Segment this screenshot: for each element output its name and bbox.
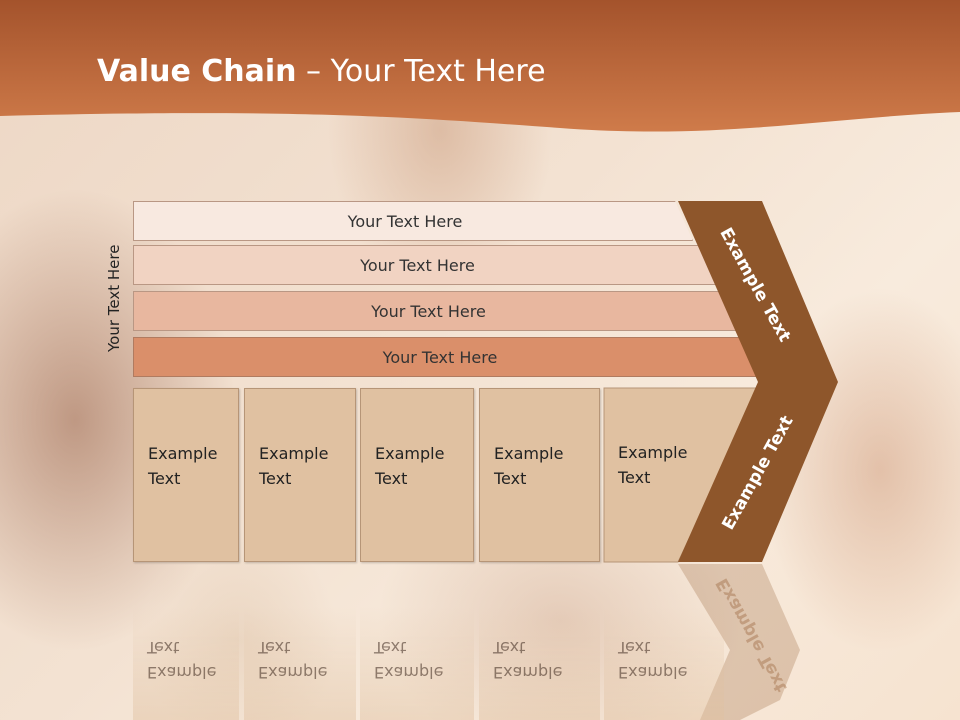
margin-chevron (678, 201, 838, 562)
reflection-zone: Example Text Example Text Example Text E… (0, 563, 960, 720)
title-bold: Value Chain (97, 54, 297, 89)
reflection-box-2-label: Example Text (258, 638, 328, 682)
reflection-box-5-label: Example Text (618, 638, 688, 682)
bar-4[interactable]: Your Text Here (133, 337, 763, 377)
bar-1[interactable]: Your Text Here (133, 201, 693, 241)
activity-box-1[interactable]: Example Text (133, 388, 239, 562)
reflection-box-4-label: Example Text (493, 638, 563, 682)
reflection-chevron-text: Example Text (712, 574, 792, 696)
reflection-box-1: Example Text (133, 563, 239, 720)
bar-3[interactable]: Your Text Here (133, 291, 740, 331)
activity-box-5[interactable]: Example Text (604, 388, 724, 562)
bar-4-label: Your Text Here (382, 347, 498, 367)
slide-title: Value Chain – Your Text Here (97, 54, 546, 89)
activity-box-4-label: Example Text (494, 444, 564, 488)
reflection-box-4: Example Text (479, 563, 600, 720)
activity-box-2-label: Example Text (259, 444, 329, 488)
activity-box-2[interactable]: Example Text (244, 388, 356, 562)
activity-box-1-label: Example Text (148, 444, 218, 488)
bar-3-label: Your Text Here (371, 301, 486, 321)
reflection-box-3: Example Text (360, 563, 474, 720)
title-rest: – Your Text Here (296, 54, 546, 89)
reflection-box-5: Example Text (604, 563, 724, 720)
reflection-box-3-label: Example Text (374, 638, 444, 682)
activity-box-3[interactable]: Example Text (360, 388, 474, 562)
bar-1-label: Your Text Here (347, 211, 463, 231)
bar-2[interactable]: Your Text Here (133, 245, 718, 285)
reflection-box-2: Example Text (244, 563, 356, 720)
activity-box-4[interactable]: Example Text (479, 388, 600, 562)
header-band (0, 0, 960, 132)
activity-box-5-label: Example Text (618, 443, 688, 487)
activity-box-3-label: Example Text (375, 444, 445, 488)
bar-2-label: Your Text Here (360, 255, 475, 275)
reflection-box-1-label: Example Text (147, 638, 217, 682)
